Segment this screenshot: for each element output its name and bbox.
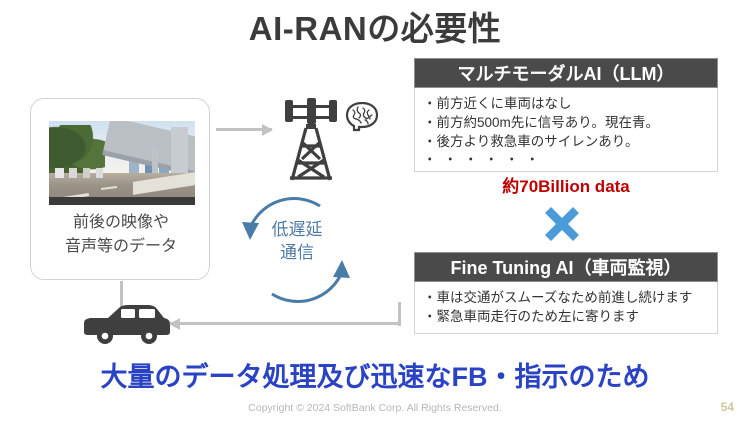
data-source-card: 前後の映像や 音声等のデータ bbox=[30, 98, 210, 280]
dashcam-image bbox=[49, 121, 195, 205]
dashcam-pillar bbox=[171, 127, 188, 185]
arrow-source-to-tower bbox=[216, 123, 273, 136]
connector-car-to-source bbox=[120, 281, 123, 309]
list-item: ・前方近くに車両はなし bbox=[423, 96, 572, 111]
low-latency-label-line2: 通信 bbox=[280, 243, 314, 262]
arrow-fine-tuning-to-car bbox=[169, 317, 400, 330]
list-continuation-dots: ・・・・・・ bbox=[423, 152, 546, 167]
car-icon bbox=[78, 304, 174, 346]
data-source-caption-line1: 前後の映像や bbox=[72, 214, 169, 231]
connector-fine-tuning-down bbox=[398, 302, 401, 326]
list-item: ・前方約500m先に信号あり。現在青。 bbox=[423, 115, 659, 130]
cell-tower-icon bbox=[282, 98, 340, 182]
panel-fine-tuning-ai: Fine Tuning AI（車両監視） ・車は交通がスムーズなため前進し続けま… bbox=[414, 252, 718, 334]
multiply-icon bbox=[542, 204, 582, 244]
copyright-notice: Copyright © 2024 SoftBank Corp. All Righ… bbox=[248, 402, 502, 414]
low-latency-loop-icon bbox=[232, 190, 360, 308]
low-latency-label: 低遅延 通信 bbox=[252, 218, 342, 264]
dashcam-hood bbox=[49, 197, 195, 205]
dashcam-pillar bbox=[152, 147, 158, 179]
panel-multimodal-ai-header: マルチモーダルAI（LLM） bbox=[414, 58, 718, 88]
page-number: 54 bbox=[720, 400, 734, 414]
panel-multimodal-ai: マルチモーダルAI（LLM） ・前方近くに車両はなし ・前方約500m先に信号あ… bbox=[414, 58, 718, 196]
data-source-caption-line2: 音声等のデータ bbox=[64, 238, 177, 255]
llm-parameter-count: 約70Billion data bbox=[502, 177, 630, 196]
panel-fine-tuning-ai-header: Fine Tuning AI（車両監視） bbox=[414, 252, 718, 282]
dashcam-parked-cars bbox=[55, 168, 115, 178]
data-source-caption: 前後の映像や 音声等のデータ bbox=[31, 211, 211, 259]
list-item: ・車は交通がスムーズなため前進し続けます bbox=[423, 290, 693, 305]
panel-fine-tuning-ai-body: ・車は交通がスムーズなため前進し続けます ・緊急車両走行のため左に寄ります bbox=[414, 282, 718, 334]
page-title: AI-RANの必要性 bbox=[248, 10, 502, 47]
panel-multimodal-ai-body: ・前方近くに車両はなし ・前方約500m先に信号あり。現在青。 ・後方より救急車… bbox=[414, 88, 718, 196]
list-item: ・後方より救急車のサイレンあり。 bbox=[423, 134, 639, 149]
brain-icon bbox=[345, 101, 379, 132]
low-latency-label-line1: 低遅延 bbox=[271, 220, 323, 239]
dashcam-building bbox=[129, 151, 139, 175]
summary-message: 大量のデータ処理及び迅速なFB・指示のため bbox=[100, 362, 650, 392]
list-item: ・緊急車両走行のため左に寄ります bbox=[423, 309, 639, 324]
